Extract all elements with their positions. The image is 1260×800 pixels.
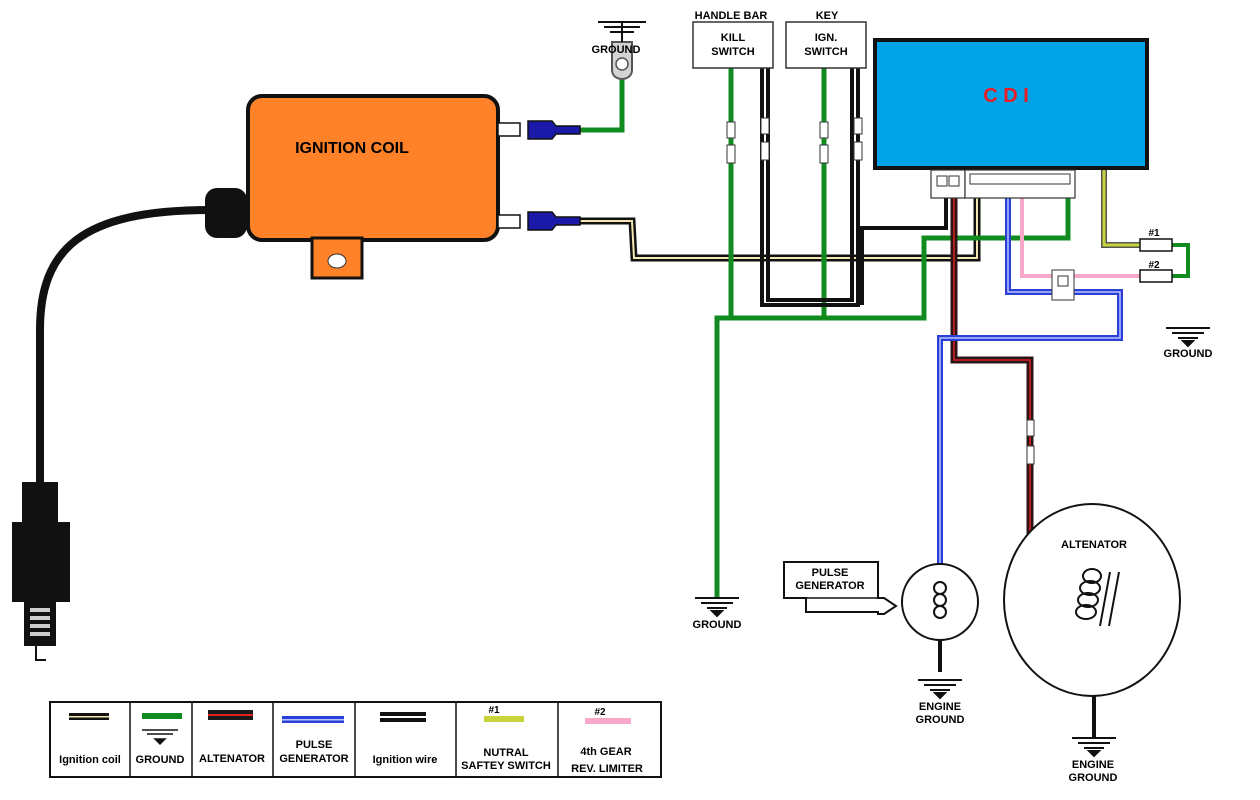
coil-ground-wire — [580, 80, 625, 133]
pulse-generator-label-1: PULSE — [812, 567, 849, 579]
ground-symbol-top — [598, 21, 646, 42]
pulse-generator-label-2: GENERATOR — [795, 580, 864, 592]
legend-label-alternator: ALTENATOR — [199, 753, 265, 765]
cdi-unit: C D I — [873, 38, 1149, 170]
engine-ground-label-2a: ENGINE — [1072, 759, 1114, 771]
legend-label-ignition-wire: Ignition wire — [373, 754, 438, 766]
neutral-switch-wire — [1101, 170, 1140, 248]
switch-1-label: #1 — [1148, 228, 1160, 239]
junction-connector — [1051, 269, 1075, 301]
kill-switch-label-1: KILL — [721, 32, 746, 44]
ground-symbol-engine-1 — [918, 679, 962, 700]
legend-label-limiter-1: 4th GEAR — [580, 746, 631, 758]
engine-ground-label-1a: ENGINE — [919, 701, 961, 713]
legend-tag-2: #2 — [594, 707, 606, 718]
alternator-wire — [950, 195, 1034, 535]
pulse-generator-callout: PULSE GENERATOR — [783, 561, 898, 615]
ground-lug — [611, 41, 633, 80]
ign-switch-label-1: IGN. — [815, 32, 838, 44]
engine-ground-label-1b: GROUND — [916, 714, 965, 726]
ground-symbol-right — [1166, 327, 1210, 348]
cdi-connector — [930, 169, 1076, 199]
ground-symbol-left — [695, 597, 739, 618]
legend-label-pulse-1: PULSE — [296, 739, 333, 751]
engine-ground-label-2b: GROUND — [1069, 772, 1118, 784]
legend-label-limiter-2: REV. LIMITER — [571, 763, 643, 775]
ground-label-right: GROUND — [1164, 348, 1213, 360]
neutral-safety-switch: #1 — [1139, 228, 1173, 252]
legend-label-neutral-2: SAFTEY SWITCH — [461, 760, 551, 772]
ignition-coil-label: IGNITION COIL — [295, 140, 409, 157]
ignition-wire — [760, 68, 948, 307]
kill-switch-caption: HANDLE BAR — [695, 10, 768, 22]
ground-label-left: GROUND — [693, 619, 742, 631]
ign-switch: IGN. SWITCH — [785, 21, 867, 69]
switch-2-label: #2 — [1148, 260, 1160, 271]
switch-ground-wire — [1172, 243, 1190, 278]
pulse-generator-wire — [937, 195, 1123, 570]
alternator-label: ALTENATOR — [1061, 539, 1127, 551]
kill-switch: KILL SWITCH — [692, 21, 774, 69]
legend-swatch-ground — [142, 713, 182, 746]
legend-swatch-neutral-switch: #1 — [484, 705, 524, 722]
legend-label-pulse-2: GENERATOR — [279, 753, 348, 765]
cdi-label: C D I — [983, 85, 1029, 107]
legend-tag-1: #1 — [488, 705, 500, 716]
ign-switch-caption: KEY — [816, 10, 839, 22]
green-bus-wire — [717, 195, 1071, 321]
ign-switch-label-2: SWITCH — [804, 46, 847, 58]
legend-label-ignition-coil: Ignition coil — [59, 754, 121, 766]
kill-switch-label-2: SWITCH — [711, 46, 754, 58]
ignition-coil: IGNITION COIL — [246, 94, 500, 280]
legend-swatch-alternator — [208, 710, 253, 720]
rev-limiter-wire — [1020, 195, 1140, 278]
ground-symbol-engine-2 — [1072, 737, 1116, 758]
legend-swatch-rev-limiter: #2 — [585, 707, 631, 724]
spark-plug-cap — [12, 482, 70, 661]
bullet-connectors — [726, 117, 1035, 465]
legend: #1 #2 Ignition coil GROUND ALTENATOR PUL… — [49, 701, 662, 778]
legend-label-ground: GROUND — [136, 754, 185, 766]
pulse-generator — [901, 563, 979, 672]
legend-swatch-ignition-coil — [69, 713, 109, 720]
legend-swatch-pulse-generator — [282, 716, 344, 723]
alternator: ALTENATOR — [1003, 503, 1181, 738]
coil-terminals — [497, 120, 581, 231]
spark-plug-lead — [36, 188, 247, 485]
ground-label-top: GROUND — [592, 44, 641, 56]
legend-swatch-ignition-wire — [380, 712, 426, 722]
rev-limiter-switch: #2 — [1139, 260, 1173, 283]
legend-label-neutral-1: NUTRAL — [483, 747, 528, 759]
